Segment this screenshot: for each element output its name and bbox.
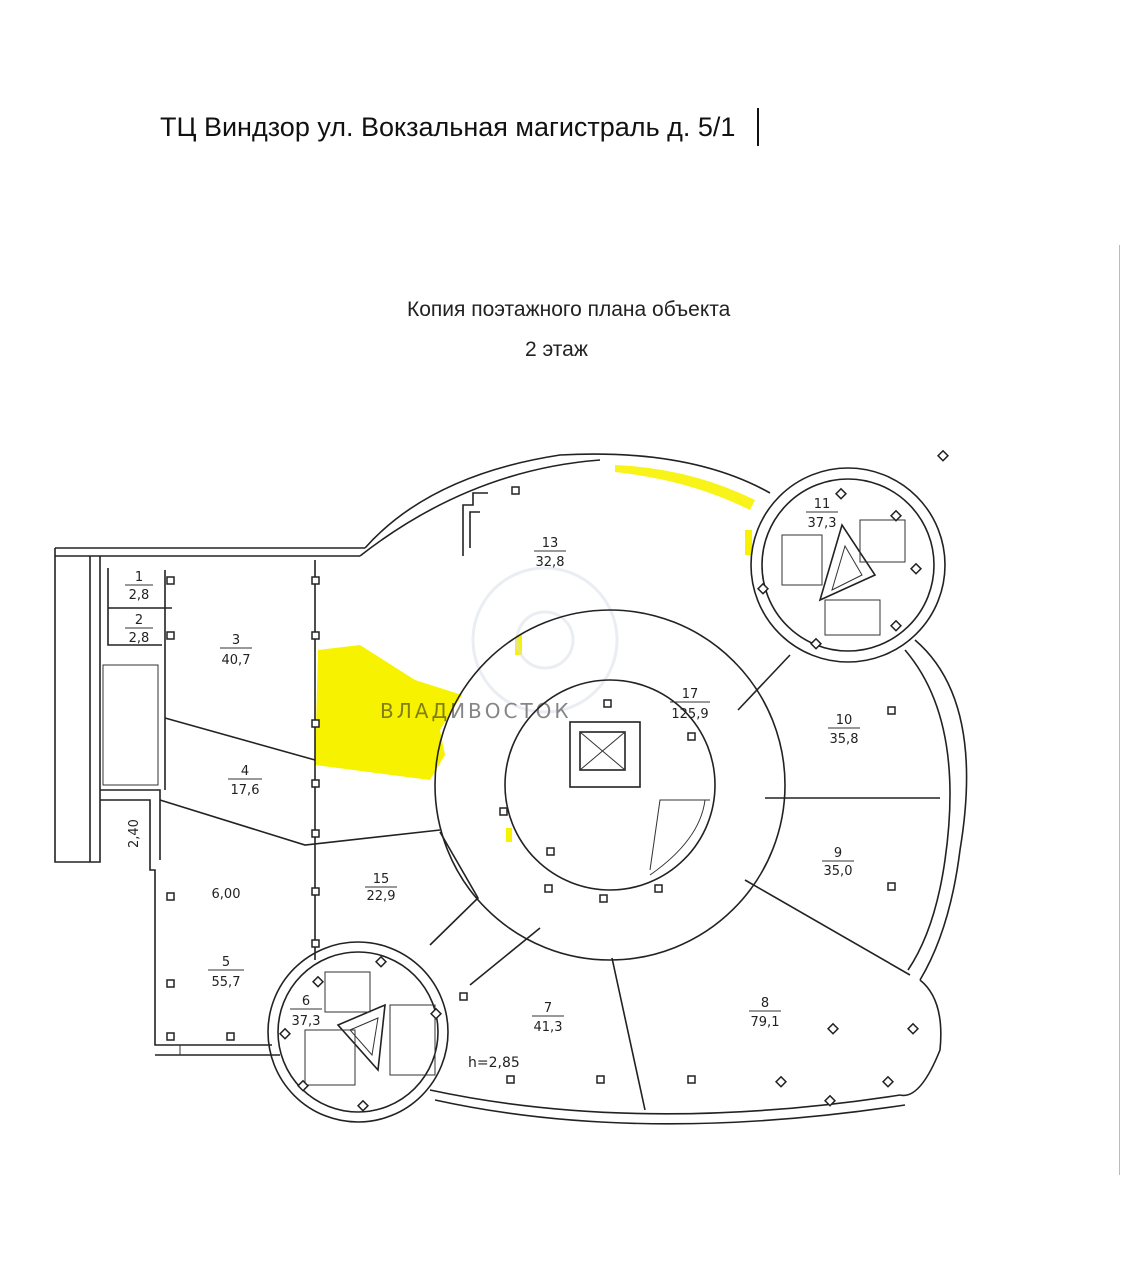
room-9-number: 9 (834, 846, 842, 861)
watermark-text: ВЛАДИВОСТОК (380, 699, 572, 723)
room-1-area: 2,8 (129, 588, 150, 603)
elevator-block (569, 721, 641, 788)
highlight-mark-c (506, 828, 512, 842)
stair-tower-top-right (750, 467, 946, 663)
text-caret (757, 108, 759, 146)
room-2-area: 2,8 (129, 631, 150, 646)
room-7-area: 41,3 (534, 1020, 563, 1035)
room-6-number: 6 (302, 994, 310, 1009)
outer-walls (54, 453, 968, 1125)
stair-tower-bottom-left (267, 941, 449, 1123)
room-4-number: 4 (241, 764, 249, 779)
floor-label: 2 этаж (525, 338, 588, 361)
room-13-number: 13 (542, 536, 559, 551)
page-edge-line (1119, 245, 1120, 1175)
room-8-number: 8 (761, 996, 769, 1011)
room-11-number: 11 (814, 497, 831, 512)
room-17-number: 17 (682, 687, 699, 702)
room-5-sub-dimension: 6,00 (212, 887, 241, 902)
room-15-number: 15 (373, 872, 390, 887)
room-8-area: 79,1 (751, 1015, 780, 1030)
room-4-area: 17,6 (231, 783, 260, 798)
dimension-left-width: 2,40 (127, 819, 142, 848)
document-title: ТЦ Виндзор ул. Вокзальная магистраль д. … (160, 112, 736, 142)
room-11-area: 37,3 (808, 516, 837, 531)
highlight-top-arc (615, 465, 755, 510)
room-2-number: 2 (135, 613, 143, 628)
watermark: ВЛАДИВОСТОК (380, 566, 619, 723)
highlight-mark-a (745, 530, 752, 555)
room-7-number: 7 (544, 1001, 552, 1016)
room-5-area: 55,7 (212, 975, 241, 990)
room-15-area: 22,9 (367, 889, 396, 904)
room-5-number: 5 (222, 955, 230, 970)
highlight-room3 (315, 645, 462, 780)
columns (166, 449, 950, 1112)
room-labels: 1 2,8 2 2,8 3 40,7 4 17,6 6,00 5 55,7 6 … (125, 497, 860, 1071)
room-10-number: 10 (836, 713, 853, 728)
room-1-number: 1 (135, 570, 143, 585)
room-13-area: 32,8 (536, 555, 565, 570)
room-9-area: 35,0 (824, 864, 853, 879)
room-10-area: 35,8 (830, 732, 859, 747)
room-6-area: 37,3 (292, 1014, 321, 1029)
room-3-number: 3 (232, 633, 240, 648)
room-17-area: 125,9 (671, 707, 708, 722)
highlight-marks (315, 465, 755, 842)
plan-caption: Копия поэтажного плана объекта (407, 298, 731, 321)
room-3-area: 40,7 (222, 653, 251, 668)
ceiling-height-label: h=2,85 (468, 1055, 520, 1071)
